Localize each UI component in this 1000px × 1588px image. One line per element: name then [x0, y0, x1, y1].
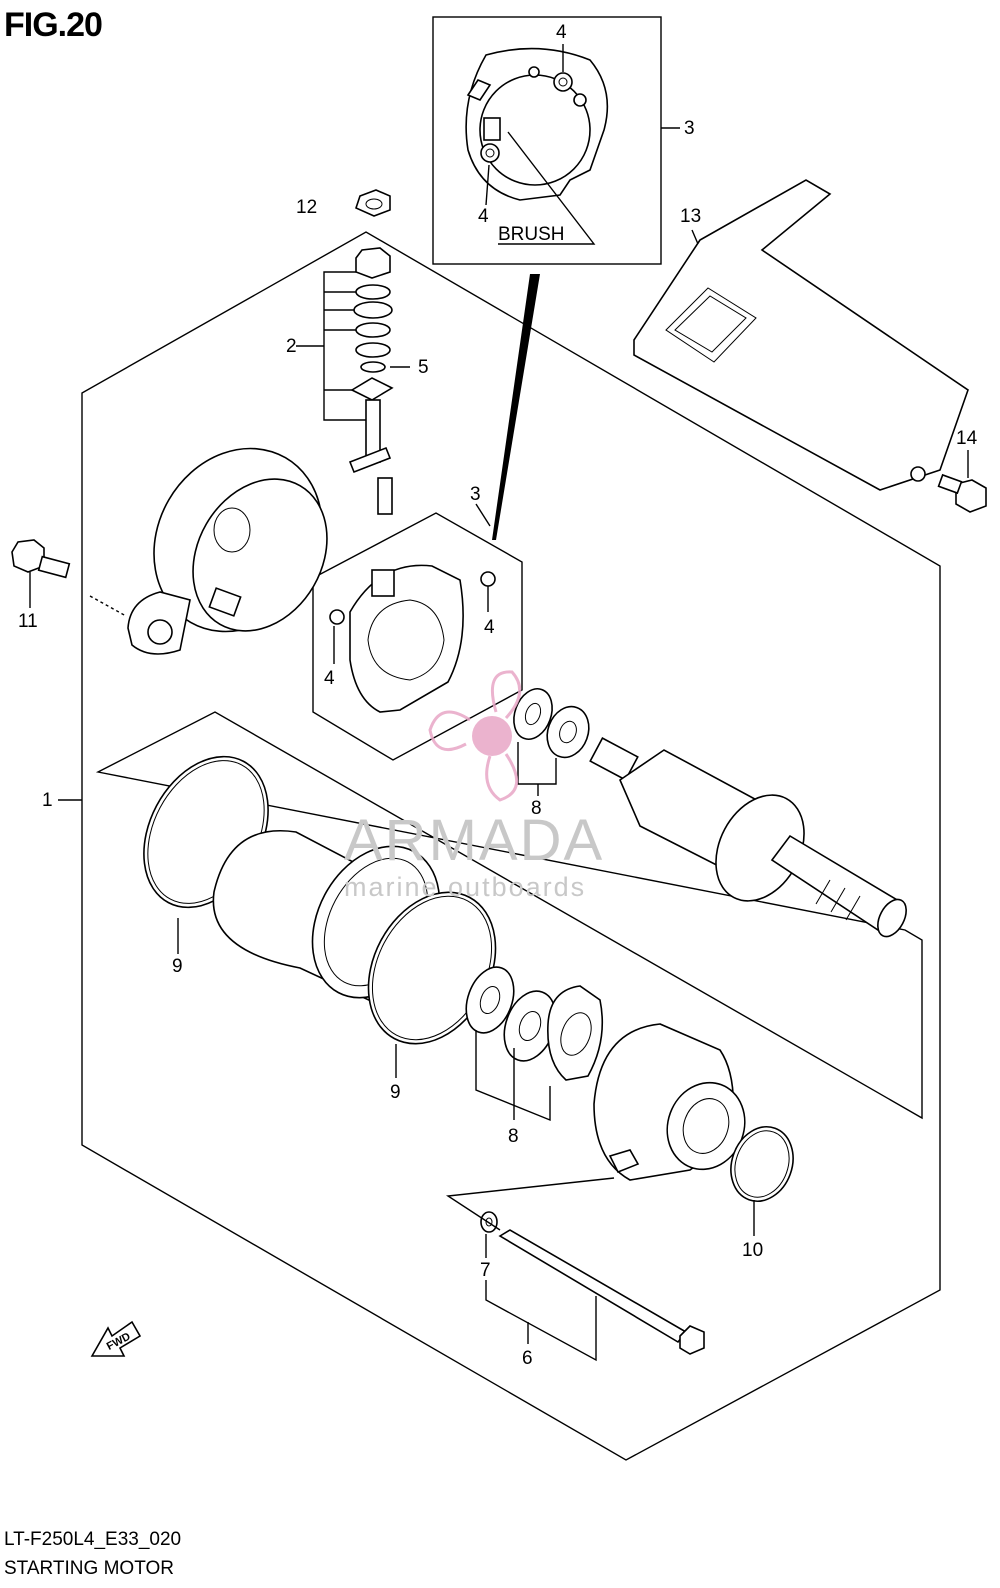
inset-brush-plate: [465, 47, 609, 201]
callout-8-upper: 8: [531, 798, 542, 819]
through-bolt-6: [498, 1229, 705, 1355]
callout-7: 7: [480, 1260, 491, 1281]
callout-11: 11: [18, 611, 38, 632]
brush-detail-inset: [432, 16, 662, 265]
callout-5: 5: [418, 357, 429, 378]
callout-9-right: 9: [390, 1082, 401, 1103]
brush-holder-3: [329, 564, 496, 713]
inset-pointer: [492, 274, 540, 540]
armature: [589, 737, 907, 938]
figure-title: FIG.20: [4, 6, 103, 44]
bolt-14: [937, 473, 987, 513]
brush-holder-frame: [312, 512, 523, 761]
callout-12: 12: [296, 197, 317, 218]
callout-2: 2: [286, 336, 297, 357]
rear-housing: [593, 1023, 746, 1181]
brush-leader: [498, 131, 596, 245]
callout-3: 3: [470, 484, 481, 505]
terminal-stack: [348, 247, 394, 515]
assembly-outline: [81, 231, 941, 1461]
housing-bolt-leader: [445, 1177, 615, 1231]
brush-label: BRUSH: [498, 224, 565, 245]
cover-13: [633, 179, 969, 491]
washers-8-upper: [513, 688, 590, 759]
callout-4-inset-top: 4: [556, 22, 567, 43]
callout-3-inset: 3: [684, 118, 695, 139]
callout-13: 13: [680, 206, 701, 227]
callout-9-left: 9: [172, 956, 183, 977]
part6-bracket: [485, 1280, 597, 1362]
part8-bracket-lower: [475, 1030, 551, 1122]
callout-4-left: 4: [324, 668, 335, 689]
callout-14: 14: [956, 428, 978, 449]
figure-name: STARTING MOTOR: [4, 1558, 174, 1579]
watermark-brand: ARMADA: [344, 808, 604, 873]
nut-12: [355, 189, 391, 217]
figure-code: LT-F250L4_E33_020: [4, 1529, 182, 1550]
yoke-outline: [95, 711, 923, 1120]
callout-6: 6: [522, 1348, 533, 1369]
part8-bracket-upper: [517, 742, 557, 785]
watermark-tagline: marine outboards: [344, 872, 586, 902]
washers-8-lower: [465, 966, 604, 1081]
callout-4-inset-bottom: 4: [478, 206, 489, 227]
watermark-logo: [428, 670, 522, 802]
callout-1: 1: [42, 790, 53, 811]
callout-10: 10: [742, 1240, 763, 1261]
end-housing: [127, 447, 328, 655]
fwd-arrow-icon: FWD: [90, 1320, 142, 1357]
bolt-11: [11, 539, 71, 579]
o-ring-10: [730, 1126, 794, 1202]
callout-8-lower: 8: [508, 1126, 519, 1147]
callout-4-right: 4: [484, 617, 495, 638]
